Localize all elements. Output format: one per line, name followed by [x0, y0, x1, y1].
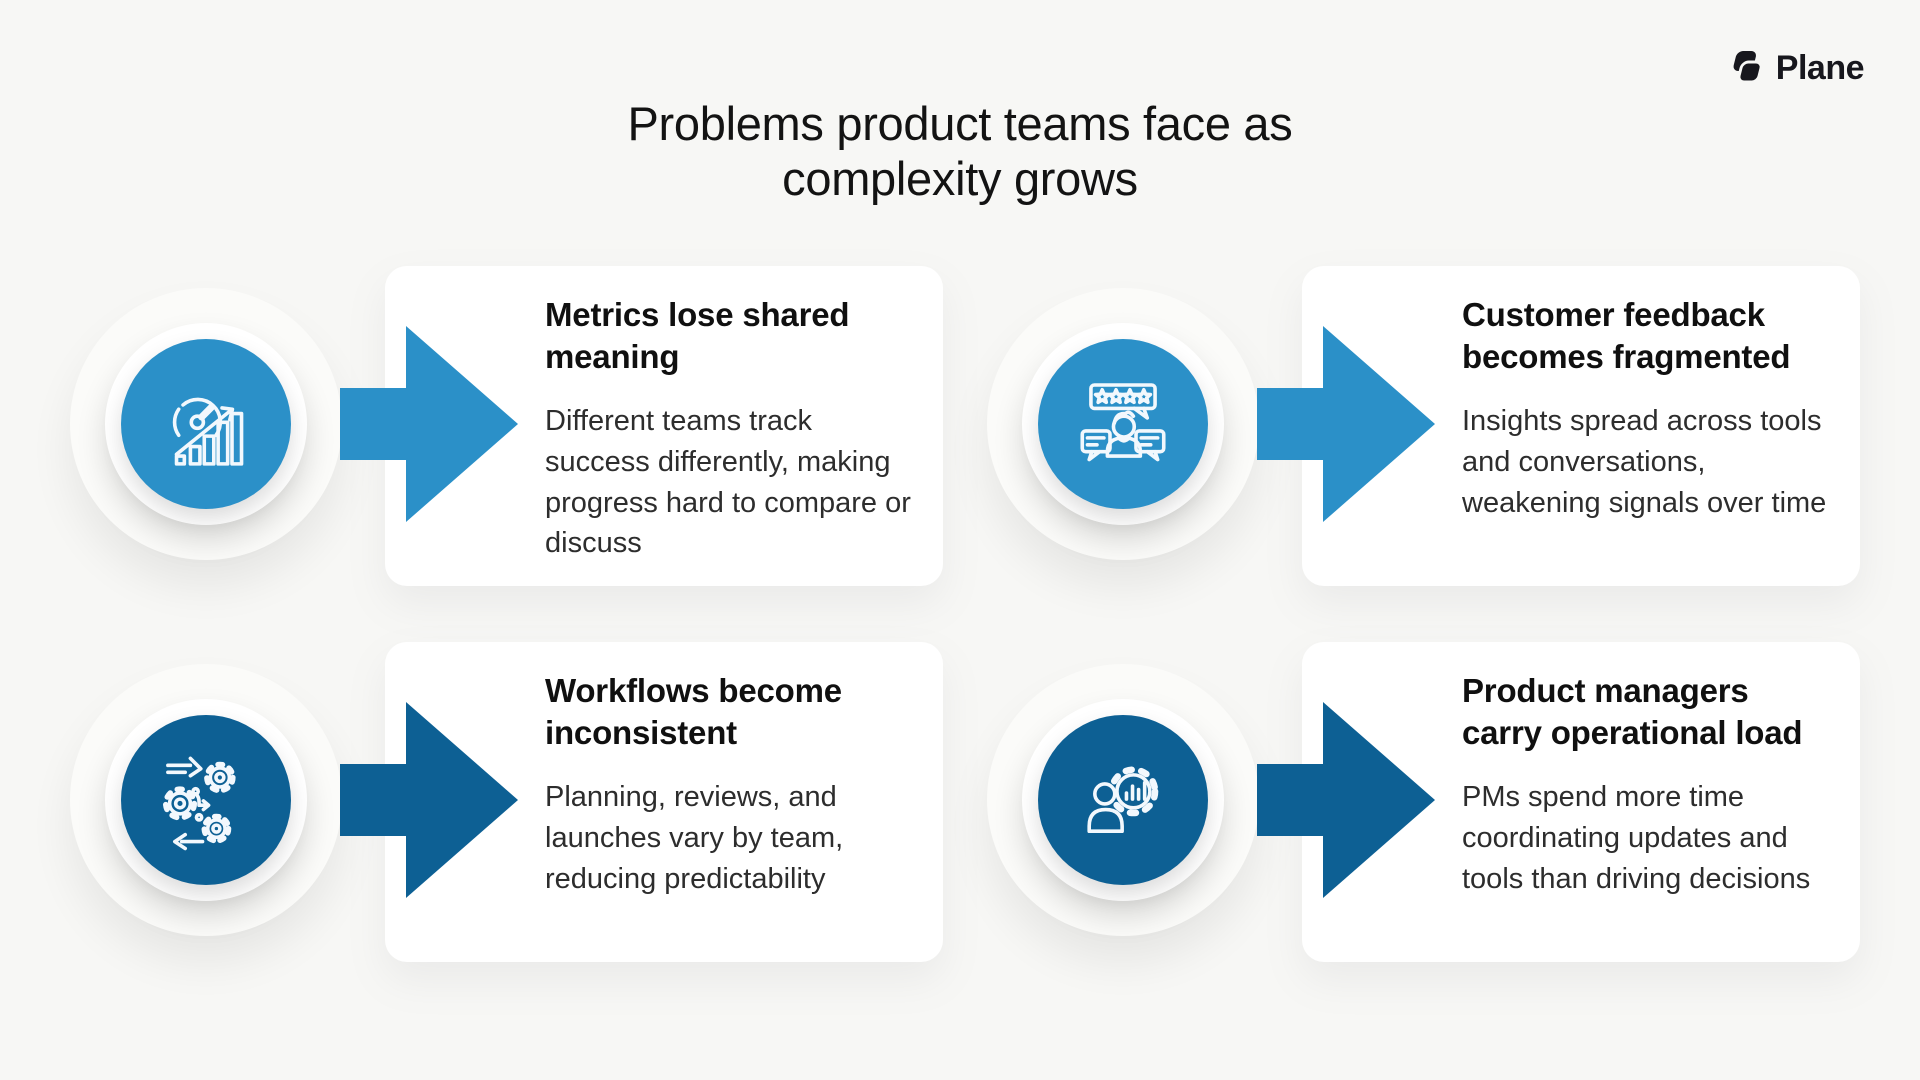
page-title-line1: Problems product teams face as [627, 97, 1293, 150]
card-body: Different teams track success differentl… [545, 405, 911, 560]
page-title-line2: complexity grows [782, 152, 1138, 206]
right-arrow-icon [1257, 326, 1435, 522]
problem-card: Product managers carry operational load … [1302, 642, 1860, 962]
brand-logo: Plane [1720, 48, 1865, 88]
card-body: Planning, reviews, and launches vary by … [545, 781, 844, 895]
feedback-reviews-icon [1071, 372, 1175, 476]
plane-logo-icon [1733, 51, 1763, 84]
card-heading: Workflows become inconsistent [545, 672, 842, 752]
process-gears-icon [154, 748, 258, 852]
card-body: Insights spread across tools and convers… [1462, 405, 1827, 519]
card-body: PMs spend more time coordinating updates… [1462, 781, 1811, 895]
brand-name: Plane [1775, 48, 1865, 87]
page-title: Problems product teams face as complexit… [0, 96, 1920, 207]
gauge-growth-icon [154, 372, 258, 476]
right-arrow-icon [340, 702, 518, 898]
icon-badge-circle [121, 715, 291, 885]
card-heading: Customer feedback becomes fragmented [1462, 296, 1791, 376]
card-heading: Product managers carry operational load [1462, 672, 1803, 752]
right-arrow-icon [340, 326, 518, 522]
manager-gear-icon [1071, 748, 1175, 852]
card-heading: Metrics lose shared meaning [545, 296, 850, 376]
icon-badge-circle [1038, 715, 1208, 885]
icon-badge-circle [121, 339, 291, 509]
right-arrow-icon [1257, 702, 1435, 898]
icon-badge-circle [1038, 339, 1208, 509]
